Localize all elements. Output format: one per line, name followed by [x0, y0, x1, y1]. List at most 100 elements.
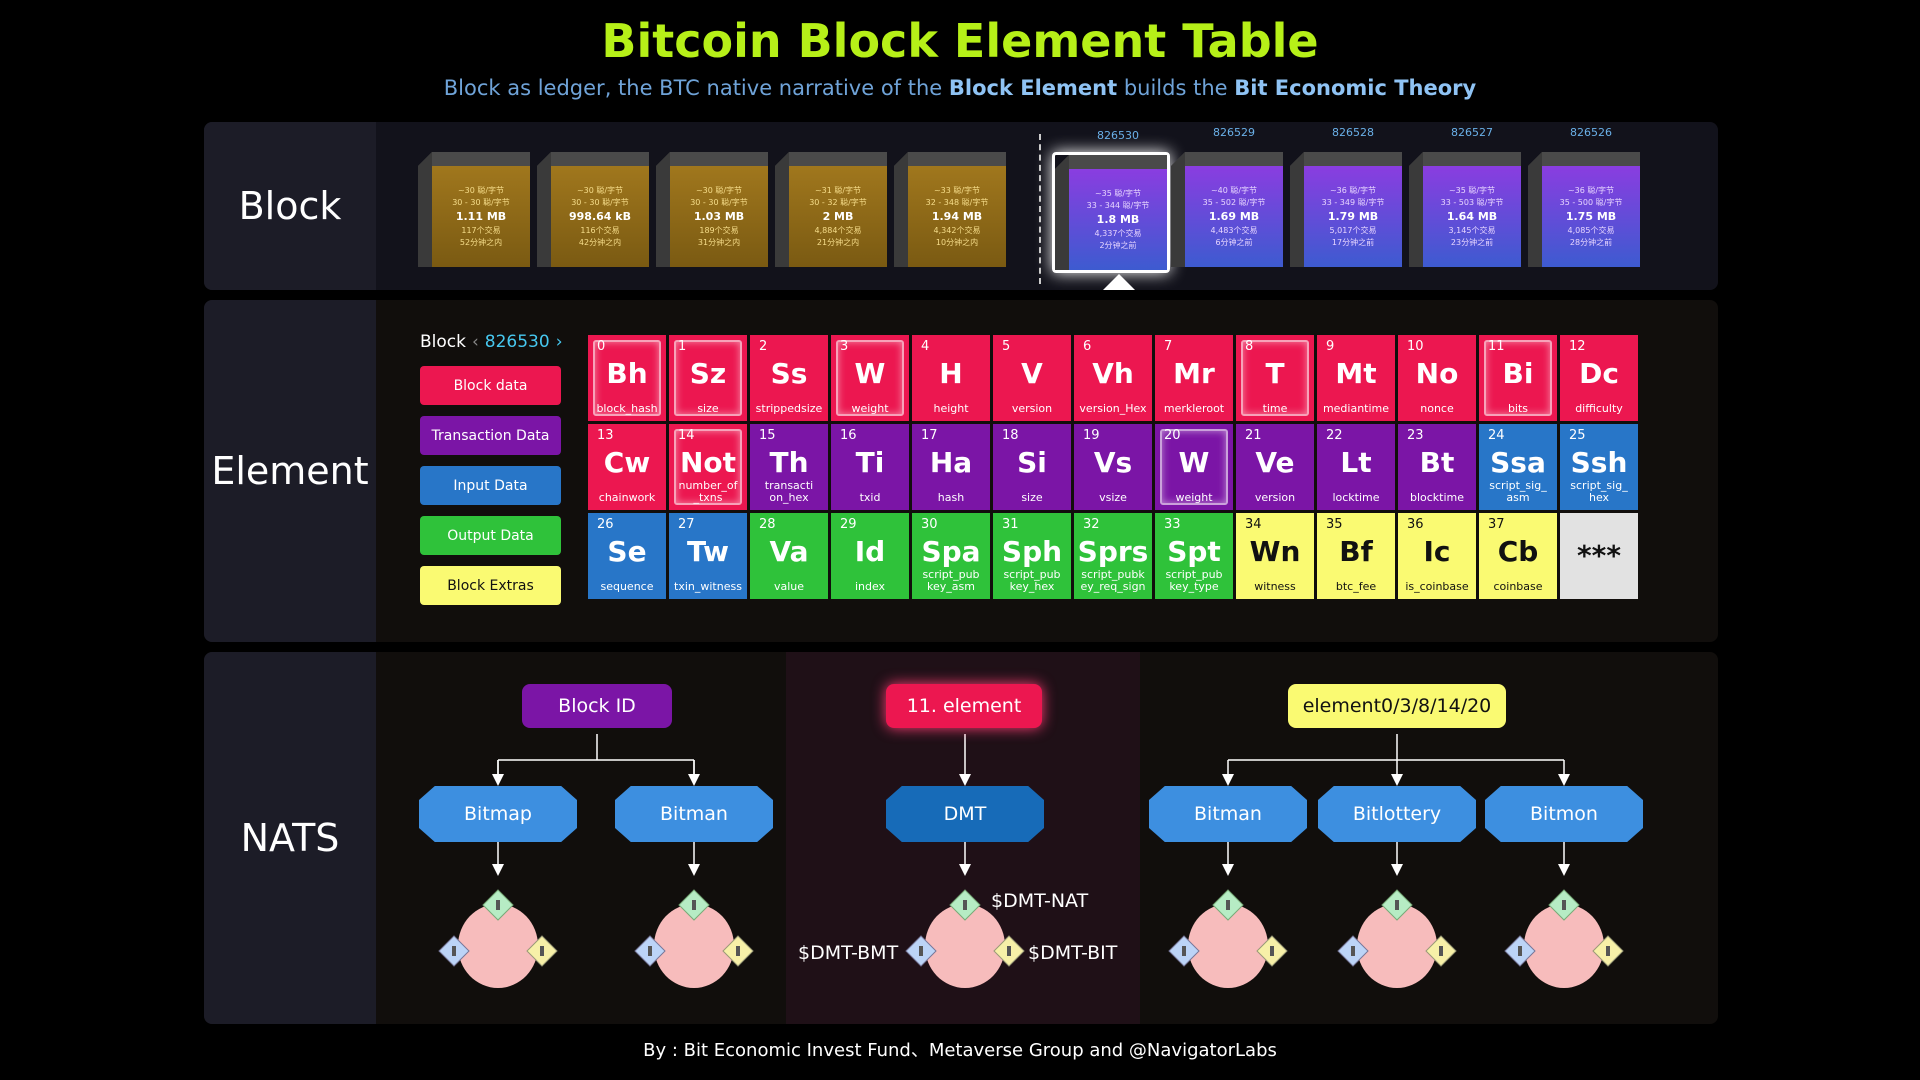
- block-cube-side: [894, 152, 908, 267]
- element-name: size: [1021, 491, 1043, 504]
- element-name: blocktime: [1409, 491, 1465, 504]
- bitmon-node: Bitmon: [1485, 786, 1643, 842]
- dmt-nat-label: $DMT-NAT: [991, 890, 1089, 912]
- block-height: 826528: [1332, 126, 1374, 139]
- block-tx-count: 189个交易: [699, 225, 739, 235]
- block-size: 1.8 MB: [1096, 212, 1140, 226]
- element-number: 10: [1407, 339, 1424, 354]
- legend-output-data[interactable]: Output Data: [420, 516, 561, 555]
- legend-block-data[interactable]: Block data: [420, 366, 561, 405]
- legend-transaction-data[interactable]: Transaction Data: [420, 416, 561, 455]
- block-cube-top: [1055, 155, 1167, 169]
- element-number: 9: [1326, 339, 1335, 354]
- block-tx-count: 4,337个交易: [1094, 228, 1142, 238]
- legend-block-extras[interactable]: Block Extras: [420, 566, 561, 605]
- element-name: nonce: [1420, 402, 1454, 415]
- element-name: value: [773, 580, 805, 593]
- element-symbol: Se: [607, 535, 647, 568]
- chevron-right-icon[interactable]: ›: [555, 332, 563, 352]
- element-symbol: Mr: [1173, 357, 1215, 390]
- element-number: 11: [1488, 339, 1505, 354]
- element-number: 14: [678, 428, 695, 443]
- chevron-left-icon[interactable]: ‹: [471, 332, 479, 352]
- nat-creature-icon: [634, 889, 754, 988]
- element-symbol: Cw: [603, 446, 651, 479]
- block-cube-top: [656, 152, 768, 166]
- element-number: 27: [678, 517, 695, 532]
- element-number: 29: [840, 517, 857, 532]
- element-symbol: Sz: [689, 357, 727, 390]
- element-number: 25: [1569, 428, 1586, 443]
- element-name: hash: [937, 491, 965, 504]
- legend-input-data[interactable]: Input Data: [420, 466, 561, 505]
- block-size: 1.69 MB: [1208, 209, 1260, 223]
- block-tx-count: 116个交易: [580, 225, 620, 235]
- block-size: 1.11 MB: [455, 209, 507, 223]
- block-fee-range: 33 - 349 聪/字节: [1321, 197, 1385, 207]
- block-cube-side: [775, 152, 789, 267]
- element-name: version: [1011, 402, 1053, 415]
- element-name: difficulty: [1575, 402, 1623, 415]
- element-symbol: ***: [1577, 539, 1621, 572]
- element-name: witness: [1254, 580, 1296, 593]
- element-symbol: Ss: [770, 357, 808, 390]
- element-name: sequence: [600, 580, 654, 593]
- element-symbol: W: [1178, 446, 1210, 479]
- block-selector[interactable]: Block‹826530›: [420, 332, 563, 352]
- block-tx-count: 3,145个交易: [1448, 225, 1496, 235]
- element-number: 33: [1164, 517, 1181, 532]
- element-cell[interactable]: ***: [1560, 513, 1638, 599]
